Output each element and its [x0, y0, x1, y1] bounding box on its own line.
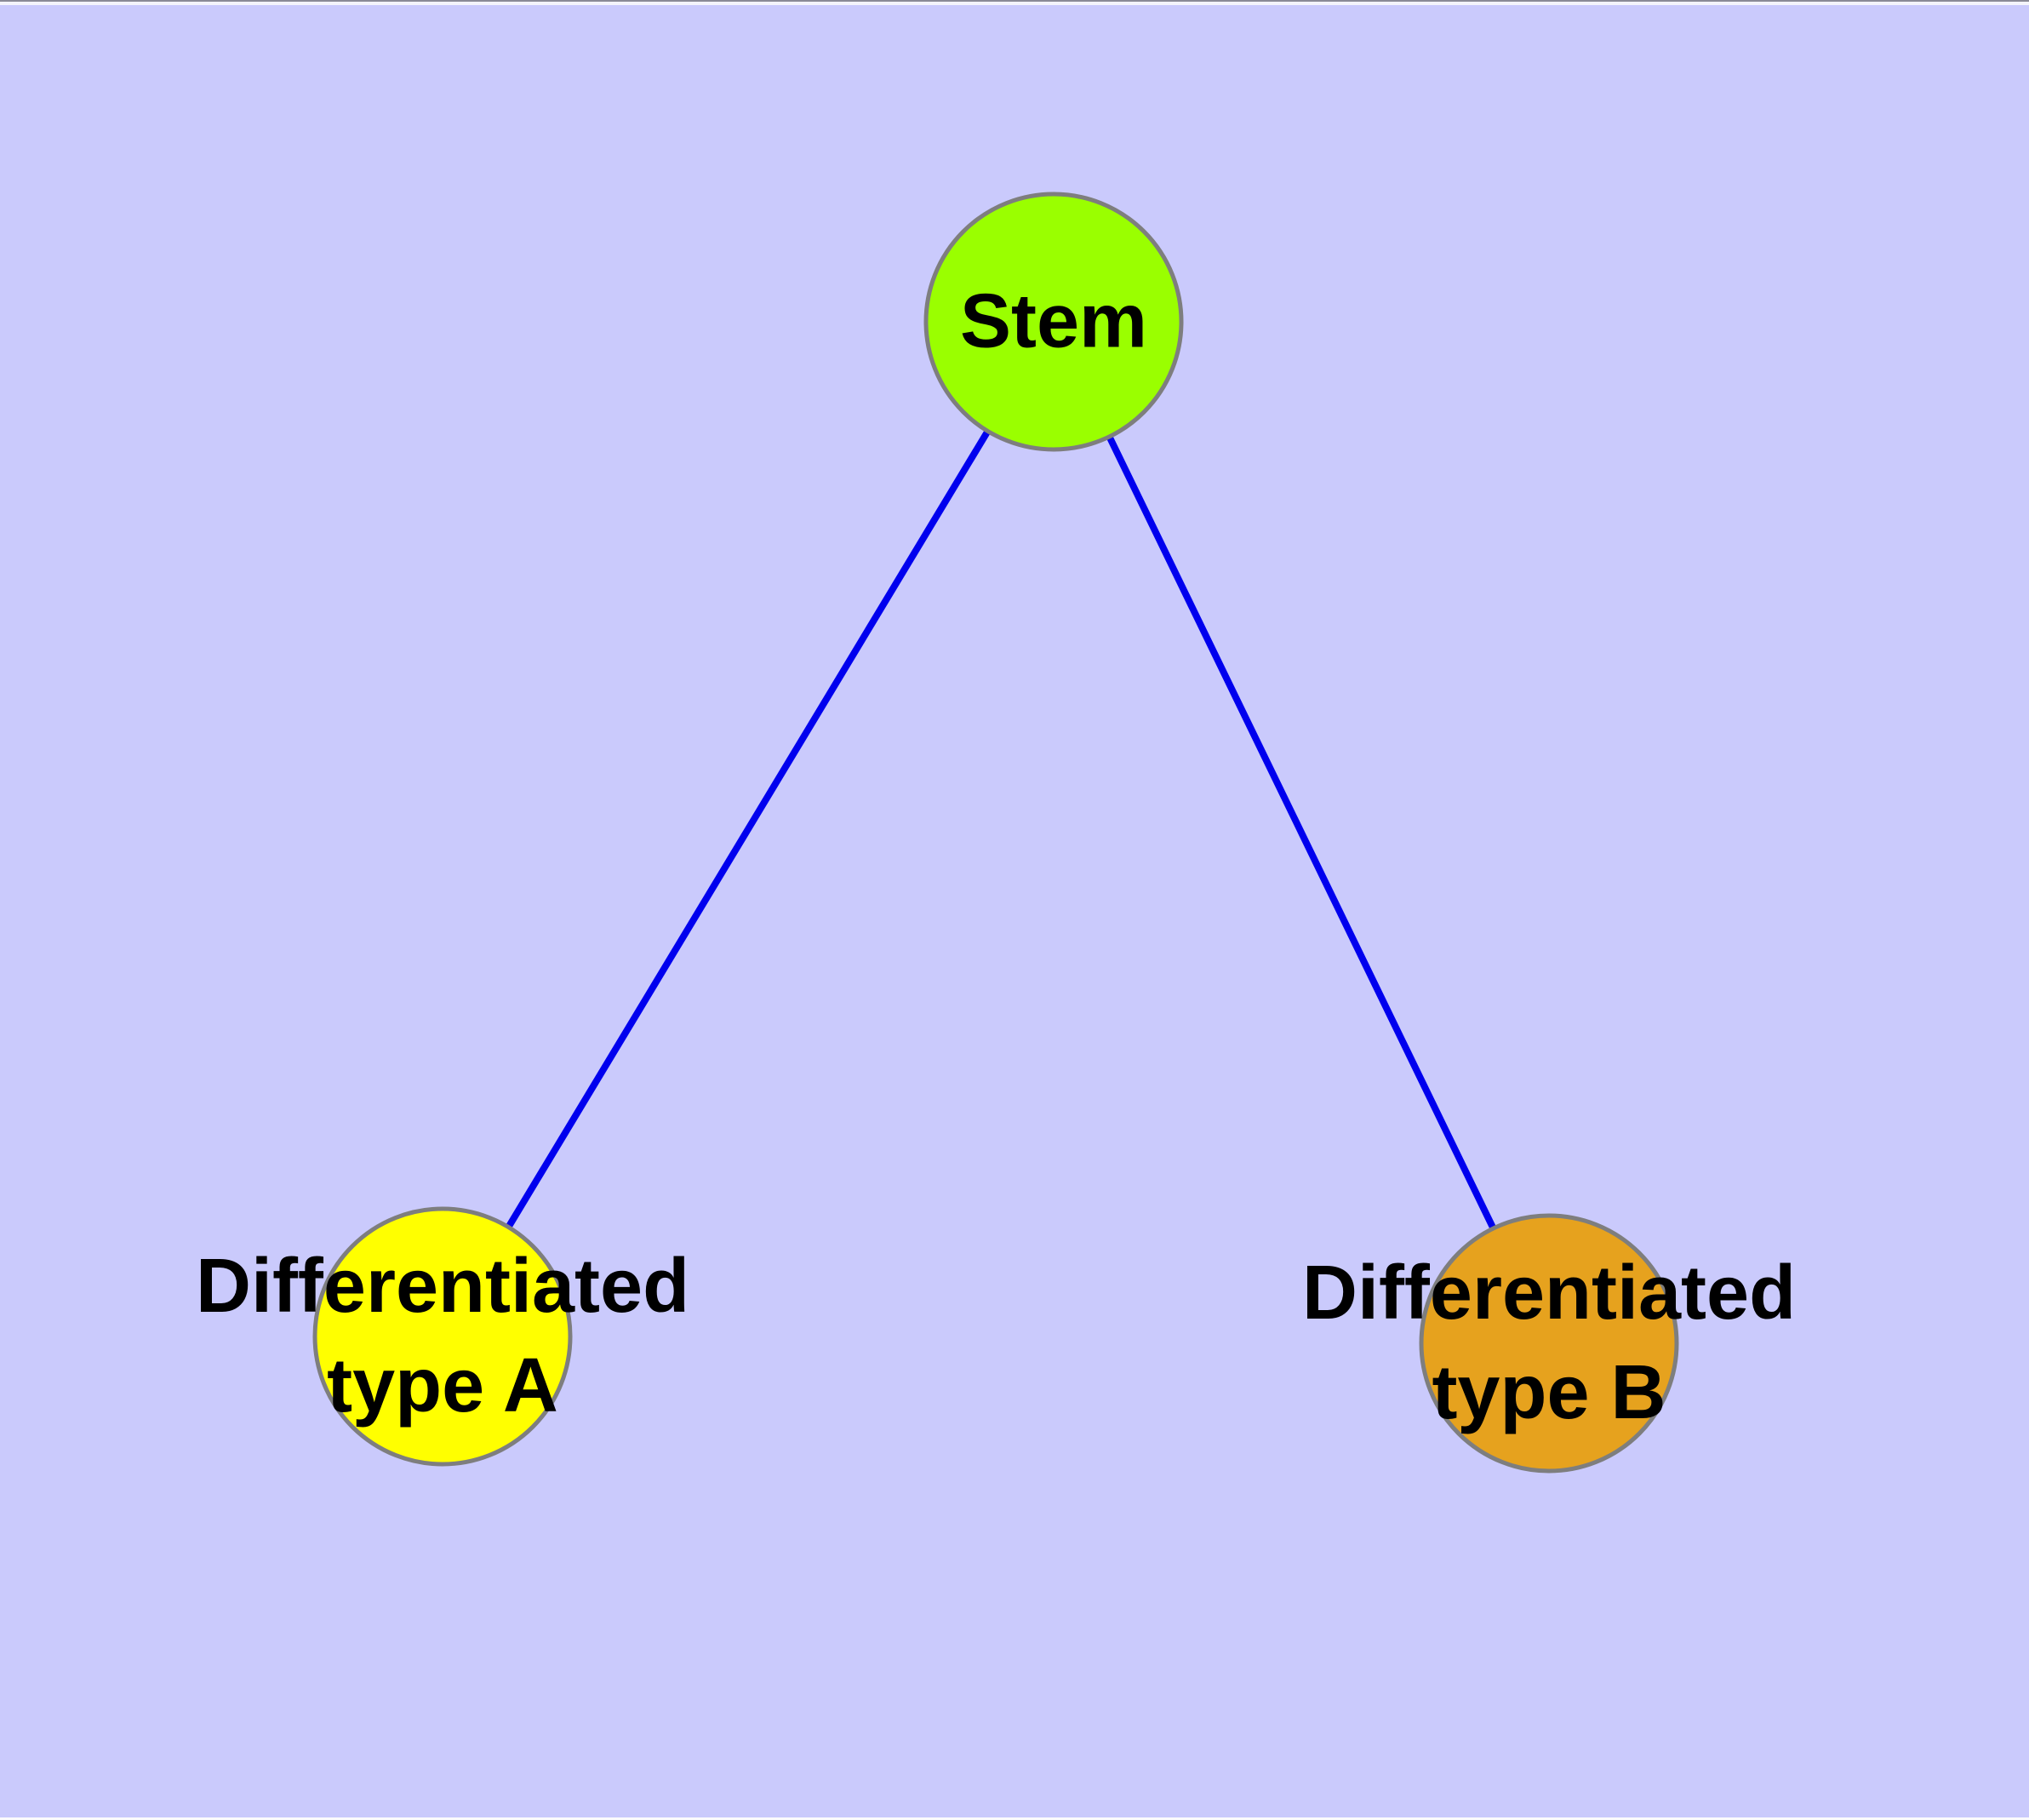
node-circle-typeB [1419, 1213, 1679, 1474]
edge-stem-typeA [439, 319, 1057, 1339]
graph-shapes-layer [312, 192, 1679, 1474]
top-edge-strip [0, 2, 2029, 5]
top-hairline [0, 0, 2029, 2]
bottom-edge-strip [0, 1817, 2029, 1820]
node-circle-typeA [312, 1206, 573, 1467]
graph-canvas: Stem Differentiated type A Differentiate… [0, 5, 2029, 1817]
edge-stem-typeB [1050, 320, 1552, 1345]
node-circle-stem [923, 192, 1184, 452]
